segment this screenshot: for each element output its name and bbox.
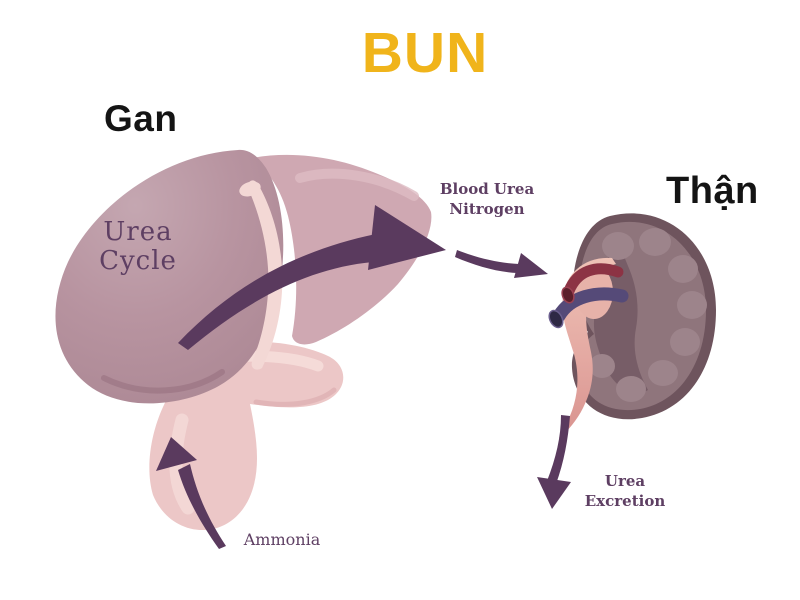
renal-artery-tube <box>563 263 624 297</box>
pyramid <box>589 354 615 378</box>
pyramid <box>668 255 698 283</box>
kidney-pyramids <box>589 228 707 402</box>
urea-excretion-arrowhead <box>537 477 571 509</box>
urea-flow-arrow-shaft <box>178 234 376 350</box>
renal-vein <box>548 287 629 329</box>
pyramid <box>670 328 700 356</box>
ammonia-annotation: Ammonia <box>243 530 321 549</box>
liver-bottom-shadow <box>101 369 225 394</box>
renal-artery-opening <box>561 286 575 304</box>
renal-vein-opening <box>548 309 564 329</box>
liver-label: Gan <box>104 98 178 139</box>
liver-shape <box>55 149 432 404</box>
ammonia-arrowhead <box>156 437 197 471</box>
liver-top-notch <box>239 181 261 197</box>
bun-to-kidney-shaft <box>455 250 519 273</box>
renal-vein-tube <box>552 287 629 323</box>
ammonia-arrow <box>156 437 226 549</box>
intestine-shadow <box>253 387 337 407</box>
liver-right-highlight <box>295 168 419 201</box>
bun-to-kidney-arrowhead <box>514 253 548 278</box>
urea-excretion-arrow <box>537 415 571 509</box>
pyramid <box>602 232 634 260</box>
diagram-title: BUN <box>361 21 489 85</box>
bun-to-kidney-arrow <box>455 250 548 278</box>
blood-urea-nitrogen-annotation: Blood Urea Nitrogen <box>439 180 535 218</box>
renal-artery <box>561 263 624 304</box>
pyramid <box>639 228 671 256</box>
pyramid <box>616 376 646 402</box>
liver-left-sheen <box>55 149 284 404</box>
kidney-shape <box>548 213 716 438</box>
urea-excretion-shaft <box>547 415 570 484</box>
urea-excretion-annotation: Urea Excretion <box>584 472 666 510</box>
urea-cycle-annotation: Urea Cycle <box>99 217 177 276</box>
urea-flow-arrowhead <box>368 205 446 270</box>
urea-flow-arrow <box>178 205 446 350</box>
pyramid <box>648 360 678 386</box>
intestine-highlight-left <box>169 413 195 515</box>
gallbladder-strip <box>247 180 283 370</box>
kidney-label: Thận <box>666 170 759 212</box>
pyramid <box>677 291 707 319</box>
ammonia-arrow-shaft <box>178 464 226 549</box>
